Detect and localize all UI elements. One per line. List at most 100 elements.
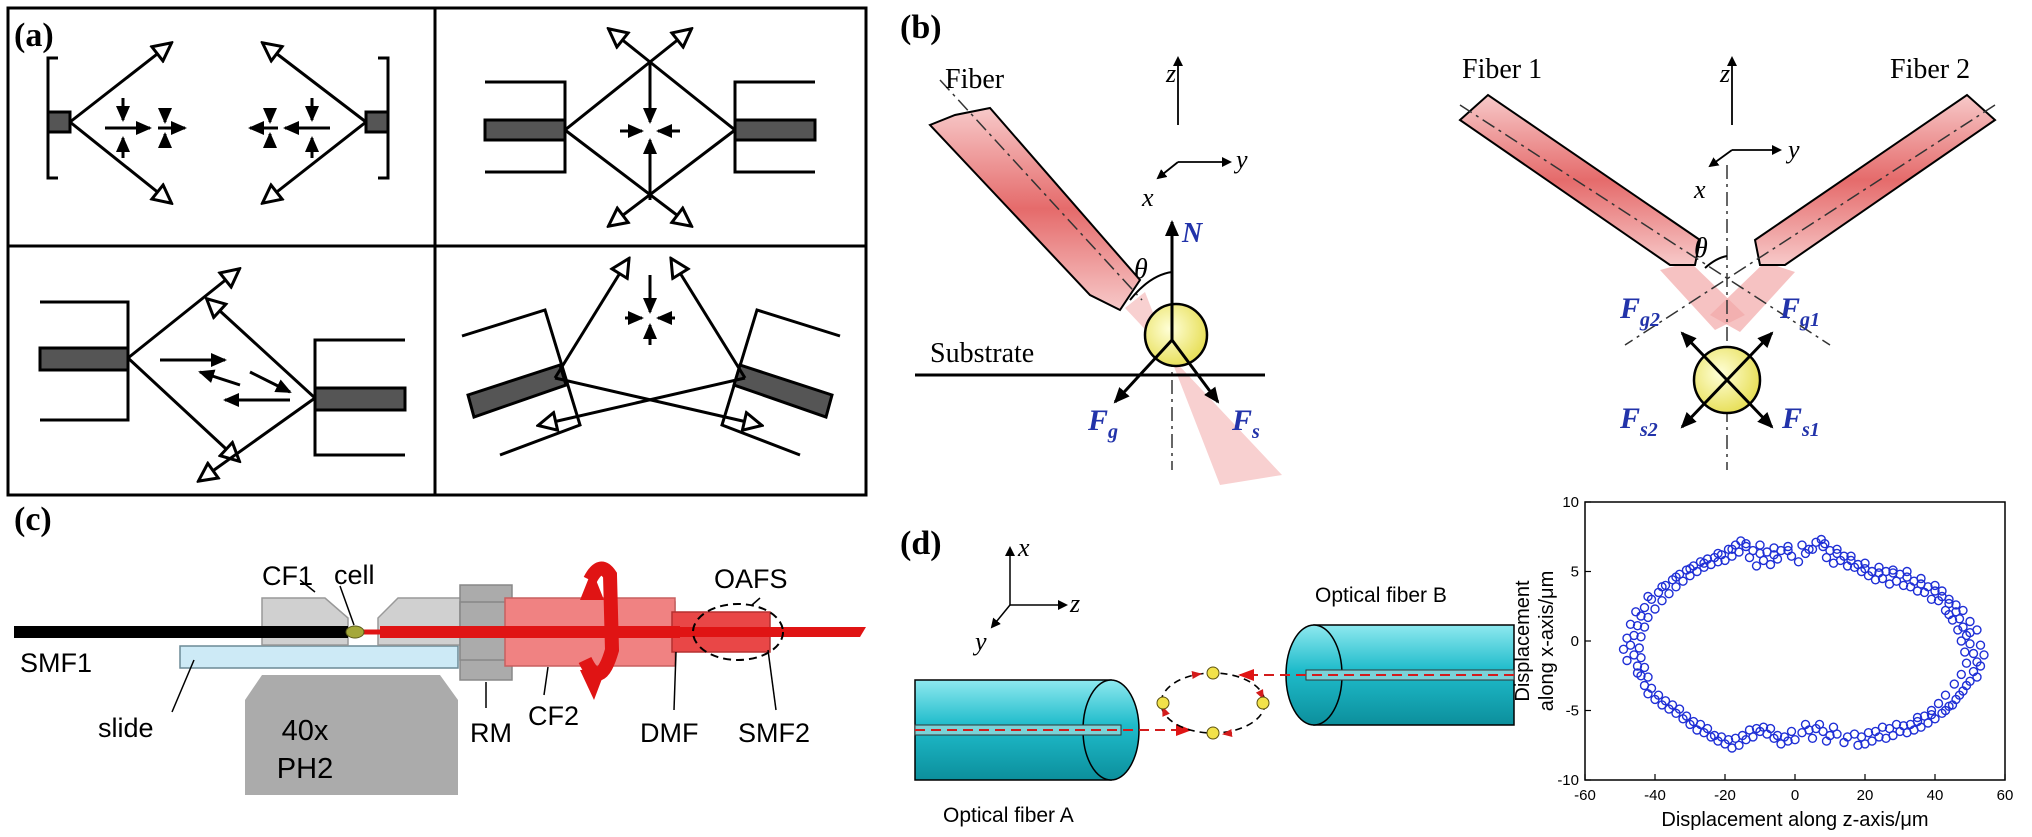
chart-point bbox=[1653, 690, 1664, 700]
chart-point bbox=[1953, 625, 1963, 635]
chart-point bbox=[1961, 658, 1972, 668]
chart-point bbox=[1954, 614, 1965, 624]
chart-point bbox=[1905, 719, 1916, 730]
chart-point bbox=[1622, 633, 1632, 643]
label-force-fg: Fg bbox=[1087, 404, 1118, 443]
chart-point bbox=[1926, 594, 1937, 604]
chart-point bbox=[1772, 554, 1783, 564]
chart-point bbox=[1956, 669, 1967, 680]
chart-point bbox=[1975, 640, 1986, 650]
panel-a: (a) bbox=[6, 6, 868, 497]
chart-point bbox=[1965, 616, 1975, 627]
chart-point bbox=[1699, 558, 1709, 568]
chart-ytick-label: -10 bbox=[1557, 772, 1579, 789]
axis-y-label: y bbox=[1785, 135, 1800, 164]
label-substrate: Substrate bbox=[930, 338, 1034, 369]
chart-point bbox=[1944, 594, 1954, 604]
chart-point bbox=[1639, 602, 1650, 613]
label-cf2: CF2 bbox=[528, 701, 579, 731]
chart-point bbox=[1870, 726, 1881, 737]
chart-point bbox=[1933, 596, 1944, 606]
chart-point bbox=[1800, 719, 1811, 730]
chart-ylabel-line1: Displacement bbox=[1512, 580, 1534, 702]
label-fiber-b: Optical fiber B bbox=[1315, 584, 1447, 607]
chart-point bbox=[1793, 557, 1804, 567]
chart-point bbox=[1807, 733, 1818, 743]
chart-ytick-label: 5 bbox=[1571, 564, 1579, 581]
label-force-fg2: Fg2 bbox=[1619, 292, 1660, 331]
chart-point bbox=[1758, 555, 1769, 566]
dmf-fiber bbox=[380, 626, 680, 638]
chart-point bbox=[1968, 648, 1979, 659]
chart-point bbox=[1916, 573, 1926, 584]
chart-point bbox=[1884, 579, 1895, 589]
chart-xtick-label: -40 bbox=[1644, 787, 1666, 804]
chart-point bbox=[1685, 564, 1695, 574]
chart-point bbox=[1951, 600, 1961, 610]
chart-point bbox=[1769, 543, 1779, 553]
chart-point bbox=[1975, 661, 1986, 671]
chart-point bbox=[1898, 580, 1909, 591]
chart-point bbox=[1625, 619, 1636, 629]
chart-points bbox=[1618, 534, 1989, 753]
chart-point bbox=[1646, 683, 1657, 693]
chart-point bbox=[1821, 736, 1832, 746]
chart-point bbox=[1965, 639, 1975, 649]
label-theta: θ bbox=[1694, 233, 1708, 264]
chart-point bbox=[1958, 622, 1968, 632]
glass-slide bbox=[179, 645, 459, 669]
objective-lens bbox=[245, 675, 458, 795]
chart-point bbox=[1960, 647, 1970, 657]
chart-point bbox=[1765, 723, 1776, 734]
chart-point bbox=[1863, 728, 1874, 738]
chart-point bbox=[1832, 544, 1842, 554]
panel-label-c: (c) bbox=[14, 501, 52, 538]
chart-point bbox=[1881, 733, 1891, 743]
chart-point bbox=[1783, 541, 1793, 552]
chart-point bbox=[1902, 566, 1912, 577]
panel-label-b: (b) bbox=[900, 9, 942, 46]
panel-a-sketch-3 bbox=[38, 270, 407, 480]
label-objective-type: PH2 bbox=[277, 753, 333, 785]
axis-x-label: x bbox=[1017, 533, 1030, 562]
chart-point bbox=[1919, 711, 1930, 721]
chart-point bbox=[1972, 672, 1982, 682]
chart-point bbox=[1832, 729, 1842, 739]
chart-point bbox=[1856, 566, 1867, 577]
chart-point bbox=[1657, 596, 1667, 606]
chart-point bbox=[1636, 653, 1646, 663]
chart-point bbox=[1853, 740, 1863, 750]
chart-point bbox=[1912, 712, 1923, 723]
panel-label-d: (d) bbox=[900, 525, 942, 562]
chart-point bbox=[1804, 544, 1814, 554]
panel-a-sketch-1 bbox=[46, 44, 390, 202]
chart-point bbox=[1954, 690, 1965, 700]
chart-point bbox=[1678, 576, 1688, 586]
label-oafs: OAFS bbox=[714, 564, 788, 594]
chart-point bbox=[1979, 650, 1989, 660]
chart-point bbox=[1713, 548, 1723, 559]
chart-point bbox=[1674, 704, 1685, 714]
smf2-fiber bbox=[680, 627, 856, 637]
particle-orbit bbox=[1156, 666, 1270, 740]
chart-point bbox=[1618, 644, 1629, 654]
chart-point bbox=[1877, 722, 1888, 732]
chart-point bbox=[1723, 735, 1734, 745]
chart-point bbox=[1940, 705, 1951, 716]
chart-point bbox=[1933, 698, 1944, 709]
label-normal-force: N bbox=[1181, 218, 1204, 249]
chart-point bbox=[1727, 544, 1737, 554]
chart-point bbox=[1786, 726, 1797, 737]
chart-point bbox=[1664, 589, 1674, 599]
label-cell: cell bbox=[334, 560, 375, 590]
chart-xtick-label: -20 bbox=[1714, 787, 1736, 804]
panel-a-sketch-2 bbox=[483, 30, 817, 225]
chart-point bbox=[1842, 561, 1853, 571]
axis-z-label: z bbox=[1165, 59, 1176, 88]
chart-point bbox=[1828, 558, 1839, 568]
chart-point bbox=[1944, 609, 1954, 620]
label-fiber: Fiber bbox=[945, 64, 1005, 95]
chart-ylabel-line2: along x-axis/μm bbox=[1536, 571, 1558, 711]
